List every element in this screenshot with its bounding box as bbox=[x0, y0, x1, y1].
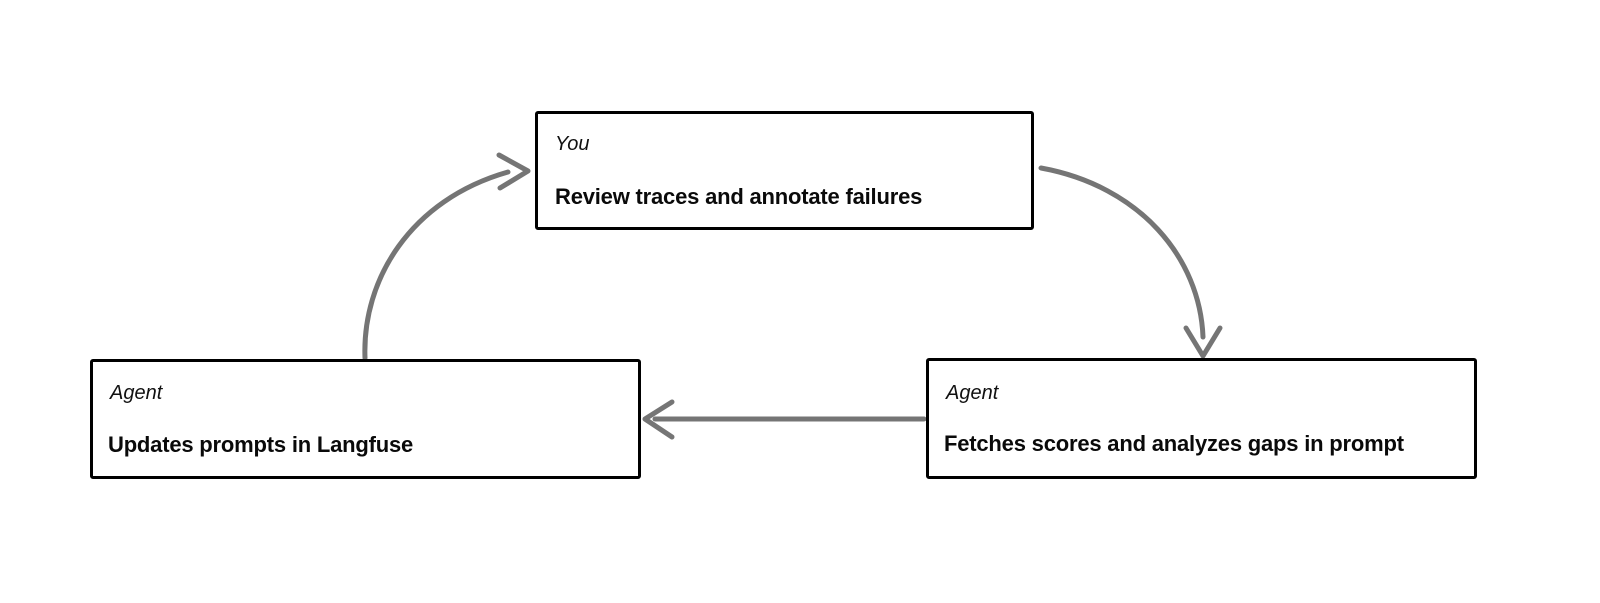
edge-updates-to-review-arrowhead bbox=[496, 152, 531, 191]
node-review-title: Review traces and annotate failures bbox=[555, 184, 923, 209]
edge-updates-to-review bbox=[362, 152, 531, 361]
edge-updates-to-review-line bbox=[362, 169, 511, 361]
node-review-role: You bbox=[555, 133, 590, 155]
edge-review-to-fetches-line bbox=[1038, 165, 1206, 340]
node-updates-prompts[interactable]: Agent Updates prompts in Langfuse bbox=[90, 359, 641, 479]
edge-review-to-fetches-arrowhead bbox=[1183, 325, 1223, 359]
edge-fetches-to-updates bbox=[642, 399, 927, 440]
node-review-traces[interactable]: You Review traces and annotate failures bbox=[535, 111, 1034, 230]
node-fetches-role: Agent bbox=[946, 382, 999, 404]
edge-fetches-to-updates-arrowhead bbox=[642, 399, 675, 440]
edge-review-to-fetches bbox=[1038, 165, 1223, 359]
node-fetches-scores[interactable]: Agent Fetches scores and analyzes gaps i… bbox=[926, 358, 1477, 479]
node-updates-title: Updates prompts in Langfuse bbox=[108, 432, 414, 457]
node-fetches-title: Fetches scores and analyzes gaps in prom… bbox=[944, 431, 1404, 456]
node-updates-role: Agent bbox=[110, 382, 163, 404]
